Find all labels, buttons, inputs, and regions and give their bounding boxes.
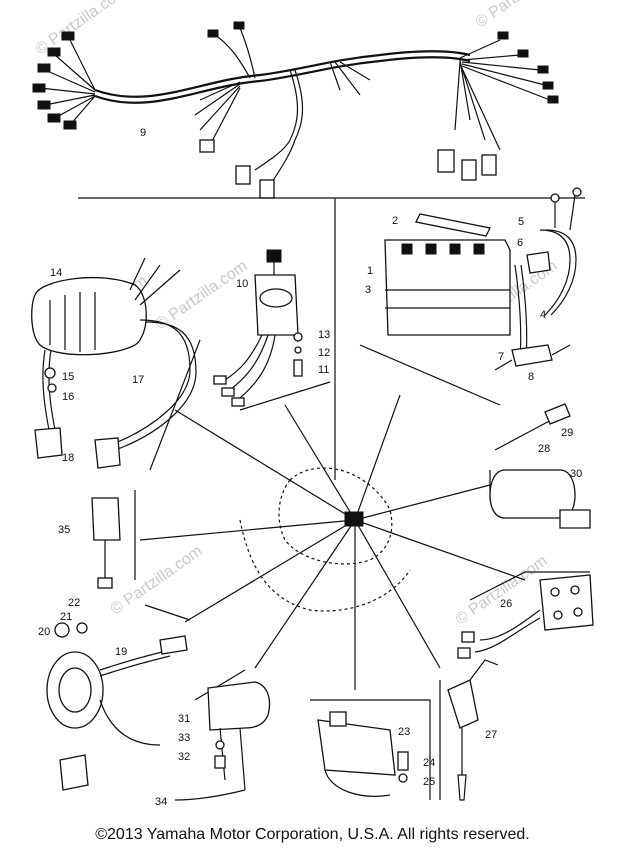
callout-12: 12: [318, 347, 330, 359]
callout-22: 22: [68, 597, 80, 609]
main-switch: [213, 249, 331, 411]
regulator: [310, 699, 431, 800]
plug-cap: [439, 659, 499, 801]
callout-33: 33: [178, 732, 190, 744]
callout-26: 26: [500, 598, 512, 610]
callout-30: 30: [570, 468, 582, 480]
horn: [46, 604, 191, 746]
callout-14: 14: [50, 267, 62, 279]
callout-5: 5: [518, 216, 524, 228]
leader-lines: [139, 394, 526, 690]
callout-24: 24: [423, 757, 435, 769]
callout-8: 8: [528, 371, 534, 383]
flasher-relay: [174, 669, 271, 801]
wiring-diagram: © Partzilla.com © Partzilla.com © Partzi…: [31, 0, 594, 808]
callout-13: 13: [318, 329, 330, 341]
callout-9: 9: [140, 127, 146, 139]
callout-6: 6: [517, 237, 523, 249]
callout-28: 28: [538, 443, 550, 455]
sensor-part: [91, 490, 136, 589]
callout-23: 23: [398, 726, 410, 738]
callout-25: 25: [423, 776, 435, 788]
callout-19: 19: [115, 646, 127, 658]
neutral-switch: [494, 403, 571, 451]
callout-4: 4: [540, 309, 546, 321]
callout-10: 10: [236, 278, 248, 290]
callout-1: 1: [367, 265, 373, 277]
wire-harness: [32, 21, 559, 199]
callout-31: 31: [178, 713, 190, 725]
callout-21: 21: [60, 611, 72, 623]
battery: [359, 187, 582, 406]
callout-2: 2: [392, 215, 398, 227]
watermark: © Partzilla.com: [33, 0, 131, 58]
watermark: © Partzilla.com: [473, 0, 571, 31]
callout-15: 15: [62, 371, 74, 383]
callout-29: 29: [561, 427, 573, 439]
callout-3: 3: [365, 284, 371, 296]
callout-35: 35: [58, 524, 70, 536]
watermark: © Partzilla.com: [108, 543, 206, 619]
watermark: © Partzilla.com: [453, 553, 551, 629]
callout-27: 27: [485, 729, 497, 741]
ignition-coil: [31, 257, 201, 471]
watermark: © Partzilla.com: [153, 258, 251, 334]
callout-18: 18: [62, 452, 74, 464]
callout-labels: 1 2 3 4 5 6 7 8 9 10 11 12 13 14 15 16 1…: [38, 127, 582, 808]
rectifier: [457, 571, 594, 659]
callout-7: 7: [498, 351, 504, 363]
callout-34: 34: [155, 796, 167, 808]
yamaha-logo: [59, 754, 89, 791]
callout-32: 32: [178, 751, 190, 763]
divider-lines: [78, 197, 585, 480]
copyright-footer: ©2013 Yamaha Motor Corporation, U.S.A. A…: [95, 826, 530, 843]
frame-sketch: [239, 467, 411, 612]
callout-16: 16: [62, 391, 74, 403]
callout-17: 17: [132, 374, 144, 386]
callout-11: 11: [318, 364, 329, 376]
callout-20: 20: [38, 626, 50, 638]
cylinder-part: [489, 469, 591, 529]
